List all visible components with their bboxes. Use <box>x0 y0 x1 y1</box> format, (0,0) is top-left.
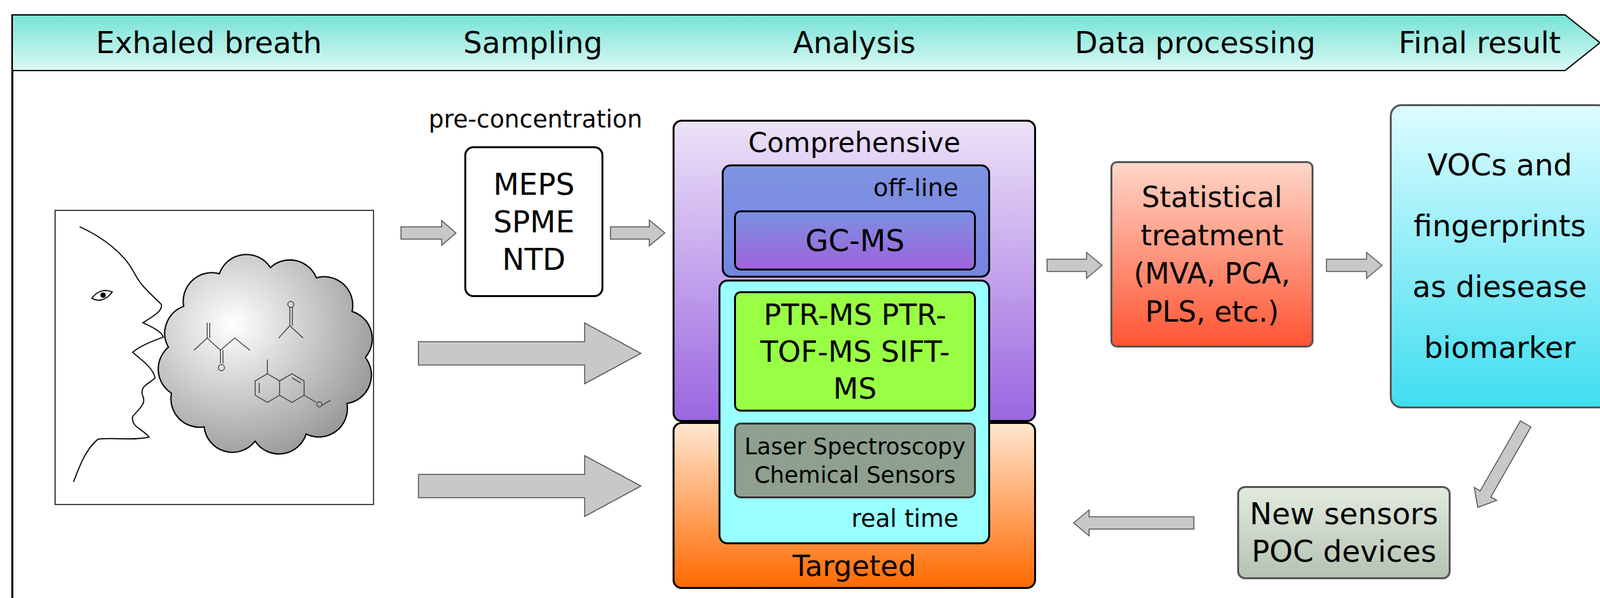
molecules <box>194 301 331 407</box>
device-box: New sensors POC devices <box>1237 485 1451 579</box>
frame-line <box>11 14 14 598</box>
flow-arrow <box>610 219 665 246</box>
flow-arrow <box>1073 509 1194 536</box>
flow-arrow <box>1474 420 1532 508</box>
flow-arrow <box>1047 252 1103 279</box>
box-text: Statistical treatment (MVA, PCA, PLS, et… <box>1116 177 1308 331</box>
heading-label: Final result <box>1398 25 1562 61</box>
figure-frame <box>54 210 374 504</box>
heading-label: Data processing <box>1074 25 1316 61</box>
method-box: PTR-MS PTR-TOF-MS SIFT-MS <box>734 291 976 412</box>
heading-label: Targeted <box>792 549 916 583</box>
box-text: VOCs and fingerprints as diesease biomar… <box>1402 134 1597 378</box>
face-profile <box>73 226 164 482</box>
offline-box: off-lineGC-MS <box>721 164 991 278</box>
pupil <box>100 292 106 298</box>
heading-label: real time <box>851 504 959 533</box>
heading-label: off-line <box>873 172 959 203</box>
heading-label: Comprehensive <box>748 126 961 160</box>
heading-label: Exhaled breath <box>95 25 322 61</box>
process-box: Statistical treatment (MVA, PCA, PLS, et… <box>1110 161 1314 348</box>
band-outline <box>12 14 1600 71</box>
heading-label: pre-concentration <box>428 105 643 134</box>
heading-label: Analysis <box>792 25 916 61</box>
method-box: GC-MS <box>734 210 976 271</box>
eye <box>91 290 113 301</box>
flow-arrow <box>1326 252 1383 279</box>
result-box: VOCs and fingerprints as diesease biomar… <box>1389 104 1600 409</box>
box-text: PTR-MS PTR-TOF-MS SIFT-MS <box>741 296 969 407</box>
big-arrow <box>418 455 641 517</box>
breath-figure <box>54 210 374 504</box>
box-text: New sensors POC devices <box>1241 494 1447 570</box>
small-arrow <box>400 220 456 246</box>
big-arrow <box>418 322 641 384</box>
preconcentration-box: pre-concentrationMEPS SPME NTD <box>464 146 604 297</box>
method-box: Laser Spectroscopy Chemical Sensors <box>734 422 976 498</box>
box-text: Laser Spectroscopy Chemical Sensors <box>737 432 973 489</box>
breath-cloud <box>158 254 373 454</box>
box-text: MEPS SPME NTD <box>472 165 596 279</box>
stage-band: Exhaled breath Sampling Analysis Data proce… <box>12 14 1600 72</box>
box-text: GC-MS <box>805 222 905 259</box>
heading-label: Sampling <box>463 25 603 61</box>
realtime-box: real time PTR-MS PTR-TOF-MS SIFT-MS Laser … <box>718 279 991 544</box>
